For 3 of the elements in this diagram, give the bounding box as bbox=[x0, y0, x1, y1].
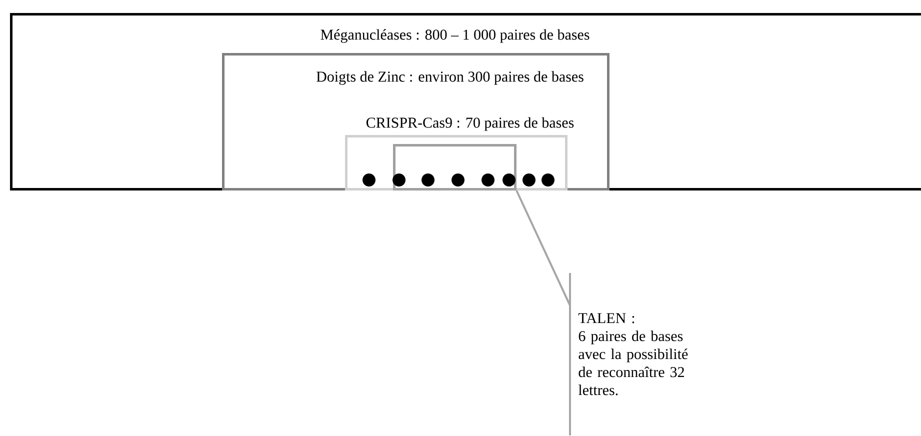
leader-line bbox=[516, 190, 571, 306]
callout-text: TALEN : 6 paires de bases avec la possibilité de reconnaître 32 lettres. bbox=[569, 273, 688, 436]
node-label: CRISPR-Cas9 : 70 paires de bases bbox=[366, 117, 574, 131]
